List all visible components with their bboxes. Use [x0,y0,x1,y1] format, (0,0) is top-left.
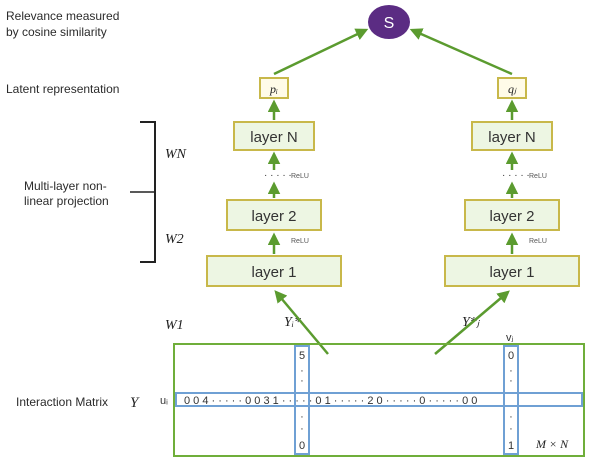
left-output-label: pᵢ [269,82,278,96]
col-left-dots-d: · [300,423,304,435]
highlighted-col-right [503,345,519,455]
mlp-label-line1: Multi-layer non- [24,179,107,193]
right-tower: qⱼ layer N · · · · · ReLU layer 2 ReLU l… [444,77,580,330]
right-output-box [497,77,527,99]
mlp-label-line2: linear projection [24,194,109,208]
matrix-symbol: Y [130,395,140,411]
right-output-label: qⱼ [508,82,517,96]
arrow-q-to-s [409,28,513,76]
col-right-dots-c: · [509,411,513,423]
left-input-label: Yᵢ* [284,315,301,330]
similarity-node [368,5,410,39]
right-layer-n-label: layer N [488,129,536,146]
right-layer-1 [444,255,580,287]
highlighted-row [175,392,583,407]
col-right-dots-d: · [509,423,513,435]
relevance-label-line2: by cosine similarity [6,25,107,39]
left-layer-n [233,121,315,151]
left-tower: pᵢ layer N · · · · · ReLU layer 2 ReLU l… [206,77,342,330]
weight-w2: W2 [165,232,184,247]
col-left-dots-a: · [300,365,304,377]
col-right-dots-a: · [509,365,513,377]
right-dots: · · · · · [502,170,530,181]
right-layer-2 [464,199,560,231]
col-left-top: 5 [299,350,305,362]
row-label: uᵢ [160,395,168,407]
col-label: vⱼ [506,332,514,344]
left-dots: · · · · · [264,170,292,181]
row-values: 0 0 4 · · · · · 0 0 3 1 · · · · · 0 1 · … [184,395,477,407]
matrix-size: M × N [535,437,569,451]
col-right-bottom: 1 [508,440,514,452]
col-left-dots-c: · [300,411,304,423]
left-relu-top: ReLU [291,173,309,180]
col-left-dots-b: · [300,375,304,387]
relevance-label-line1: Relevance measured [6,9,119,23]
col-left-bottom: 0 [299,440,305,452]
similarity-node-label: S [384,15,395,32]
left-layer-n-label: layer N [250,129,298,146]
right-relu-top: ReLU [529,173,547,180]
latent-label: Latent representation [6,82,119,96]
right-layer-1-label: layer 1 [489,264,534,281]
weight-wn: WN [165,147,187,162]
highlighted-col-left [294,345,310,455]
right-layer-2-label: layer 2 [489,208,534,225]
col-right-top: 0 [508,350,514,362]
interaction-label: Interaction Matrix [16,395,108,409]
col-right-dots-b: · [509,375,513,387]
left-layer-1 [206,255,342,287]
left-layer-2 [226,199,322,231]
weight-w1: W1 [165,318,184,333]
interaction-matrix [173,343,585,457]
arrow-p-to-s [273,28,369,76]
right-relu-mid: ReLU [529,238,547,245]
left-relu-mid: ReLU [291,238,309,245]
left-output-box [259,77,289,99]
left-layer-1-label: layer 1 [251,264,296,281]
right-layer-n [471,121,553,151]
left-layer-2-label: layer 2 [251,208,296,225]
